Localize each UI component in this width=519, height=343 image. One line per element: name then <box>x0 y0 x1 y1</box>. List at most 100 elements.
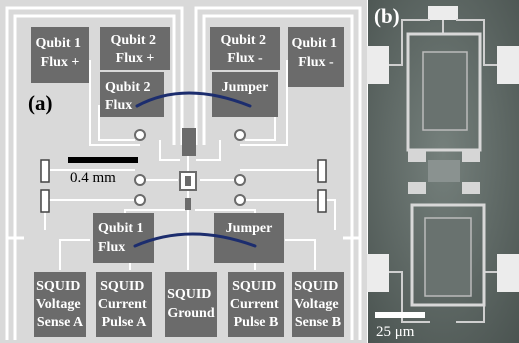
label-qubit1-flux-plus: Qubit 1 Flux + <box>35 36 84 70</box>
pad-squid-current-b <box>228 272 284 337</box>
label-line: Ground <box>167 306 214 321</box>
label-qubit2-flux: Qubit 2 Flux <box>105 80 154 113</box>
label-line: SQUID <box>36 279 80 294</box>
panel-a-label: (a) <box>28 91 53 115</box>
panel-b: (b) 25 μm <box>367 0 519 343</box>
side-resistors <box>40 159 327 213</box>
junction-pad <box>462 182 480 194</box>
side-resistor <box>317 189 327 213</box>
pad-qubit1-flux-plus <box>31 27 89 83</box>
label-qubit1-flux-minus: Qubit 1 Flux - <box>291 36 340 70</box>
label-line: Flux - <box>227 51 263 66</box>
micrograph-junction-region <box>408 150 480 194</box>
label-squid-current-a: SQUID Current Pulse A <box>98 279 150 330</box>
cap-pad <box>134 194 146 206</box>
micrograph-pad <box>367 46 389 84</box>
label-line: Jumper <box>222 80 269 95</box>
label-line: Pulse B <box>234 315 279 330</box>
side-resistor <box>40 189 50 213</box>
label-line: Flux <box>105 98 132 113</box>
cap-pad <box>234 174 246 186</box>
cap-pad <box>234 129 246 141</box>
side-resistor <box>317 159 327 183</box>
label-line: Flux <box>98 240 125 255</box>
cap-pad <box>134 129 146 141</box>
center-stem <box>185 198 191 210</box>
pad-squid-voltage-b <box>292 272 344 337</box>
pad-qubit2-flux <box>100 72 164 117</box>
label-line: SQUID <box>167 287 211 302</box>
label-line: Qubit 1 <box>35 36 81 51</box>
junction-pad <box>408 182 426 194</box>
bond-pads <box>31 27 344 337</box>
micrograph-lower-loop <box>410 203 486 307</box>
label-line: Sense B <box>295 315 341 330</box>
pad-qubit1-flux-minus <box>288 27 344 87</box>
center-pad-dark <box>182 128 196 156</box>
label-line: SQUID <box>232 279 276 294</box>
micrograph-upper-loop <box>406 32 482 152</box>
scale-bar-b <box>375 312 425 318</box>
pad-jumper-top <box>212 72 278 117</box>
pad-squid-current-a <box>96 272 152 337</box>
label-line: SQUID <box>100 279 144 294</box>
scale-bar-a-label: 0.4 mm <box>70 170 116 186</box>
panel-b-label: (b) <box>374 4 400 28</box>
label-line: Qubit 2 <box>220 33 266 48</box>
pad-squid-ground <box>165 272 217 337</box>
pad-qubit2-flux-plus <box>100 27 170 70</box>
label-line: Qubit 2 <box>105 80 151 95</box>
label-line: Current <box>98 297 147 312</box>
cap-pad <box>134 174 146 186</box>
label-jumper-top: Jumper <box>222 80 269 95</box>
label-squid-current-b: SQUID Current Pulse B <box>230 279 282 330</box>
pad-squid-voltage-a <box>34 272 86 337</box>
label-line: Qubit 1 <box>291 36 337 51</box>
label-jumper-bottom: Jumper <box>226 221 273 236</box>
chip-center <box>179 128 197 210</box>
label-line: Voltage <box>294 297 339 312</box>
label-line: Flux + <box>41 55 80 70</box>
label-line: Flux - <box>298 55 334 70</box>
lower-loop-outer <box>410 203 486 307</box>
micrograph-pad <box>367 254 389 292</box>
label-qubit2-flux-plus: Qubit 2 Flux + <box>110 33 159 66</box>
label-line: Voltage <box>36 297 81 312</box>
label-line: Pulse A <box>102 315 148 330</box>
label-line: Qubit 2 <box>110 33 156 48</box>
jumper-wires <box>133 91 257 248</box>
junction-pad <box>408 150 426 162</box>
micrograph-pad <box>428 6 458 20</box>
label-line: Jumper <box>226 221 273 236</box>
micrograph-pad <box>497 46 519 84</box>
junction-pad <box>462 150 480 162</box>
capacitor-pads <box>134 129 246 206</box>
jumper-wire-bottom <box>133 232 257 248</box>
upper-loop-outer <box>406 32 482 152</box>
label-qubit1-flux: Qubit 1 Flux <box>98 221 147 255</box>
jumper-wire-top <box>135 91 252 108</box>
panel-a: Qubit 1 Flux + Qubit 2 Flux + Qubit 2 Fl… <box>0 0 367 343</box>
cap-pad <box>234 194 246 206</box>
label-line: Qubit 1 <box>98 221 144 236</box>
label-squid-voltage-a: SQUID Voltage Sense A <box>36 279 84 330</box>
pad-qubit1-flux <box>93 213 154 263</box>
center-junction-core <box>185 176 191 186</box>
label-qubit2-flux-minus: Qubit 2 Flux - <box>220 33 269 66</box>
label-line: Flux + <box>116 51 155 66</box>
pad-labels: Qubit 1 Flux + Qubit 2 Flux + Qubit 2 Fl… <box>35 33 341 330</box>
side-resistor <box>40 159 50 183</box>
label-squid-ground: SQUID Ground <box>167 287 215 321</box>
label-line: Sense A <box>37 315 84 330</box>
label-line: Current <box>230 297 279 312</box>
lower-loop-inner <box>424 217 472 297</box>
pad-qubit2-flux-minus <box>210 27 280 70</box>
scale-bar-a <box>68 157 138 163</box>
micrograph-pad <box>497 254 519 292</box>
label-line: SQUID <box>294 279 338 294</box>
micrograph-corner-pads <box>367 6 519 292</box>
scale-bar-b-label: 25 μm <box>376 324 415 340</box>
junction-link <box>428 160 460 182</box>
